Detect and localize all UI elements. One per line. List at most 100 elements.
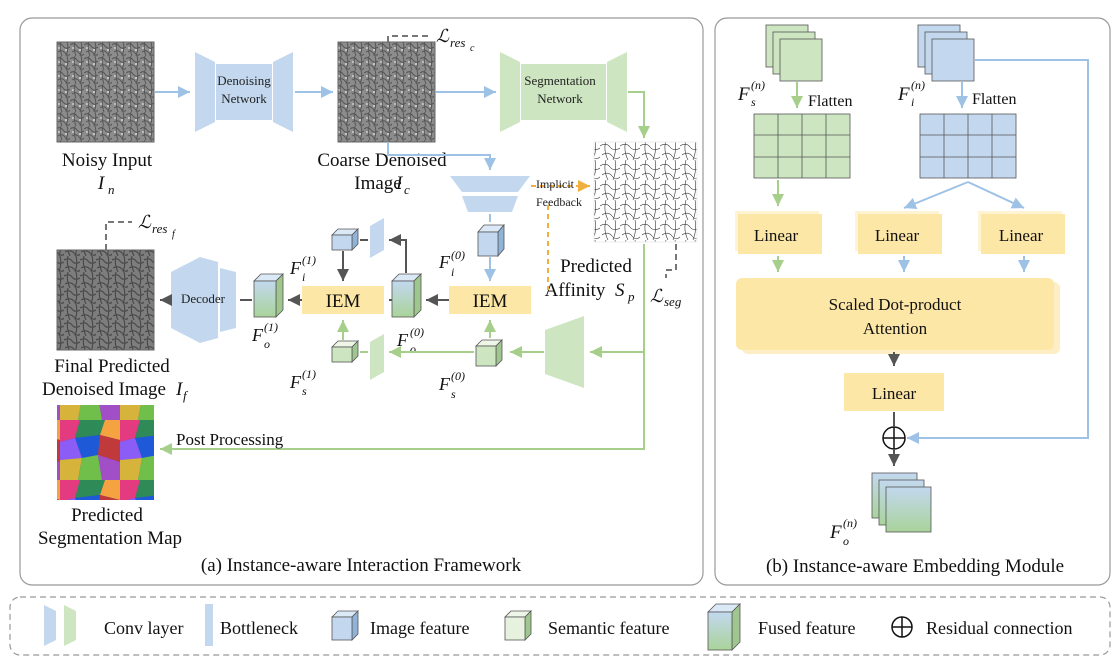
fo1-sub: o: [264, 337, 270, 351]
fs1-cube: [331, 340, 359, 363]
fs-n-stack: [765, 24, 823, 82]
fi0-sup: (0): [451, 248, 465, 262]
seg-encoder-left: [500, 52, 520, 132]
iem-0-box: [449, 286, 531, 314]
loss-res-c-connector: [387, 35, 430, 42]
image-encoder-bottom: [462, 196, 518, 212]
fi1-sub: i: [302, 270, 305, 284]
legend-fused-feature-label: Fused feature: [758, 618, 855, 638]
flatten-label-i: Flatten: [972, 91, 1016, 108]
fi1-cube: [331, 228, 359, 251]
denoise-encoder-left: [195, 52, 215, 132]
loss-res-c-subsub: c: [470, 43, 475, 54]
final-sub: f: [183, 388, 189, 403]
iem-1-box: [302, 286, 384, 314]
legend-conv-green-icon: [64, 605, 76, 646]
fs1-sub: s: [302, 384, 307, 398]
fo-n-sup: (n): [843, 516, 857, 530]
arrow-fo0-conv-blue: [389, 234, 407, 273]
fi1-sup: (1): [302, 253, 316, 267]
attention-box: [736, 278, 1054, 350]
fo1-symbol: F: [251, 325, 264, 345]
fo0-sub: o: [410, 342, 416, 356]
fs0-symbol: F: [438, 374, 451, 394]
segmap-title-2: Segmentation Map: [38, 528, 182, 549]
fo1-sup: (1): [264, 320, 278, 334]
final-title-2: Denoised Image: [42, 379, 166, 400]
noisy-input-title: Noisy Input: [62, 150, 153, 171]
decoder-label: Decoder: [181, 291, 226, 306]
noisy-input-image: [56, 41, 155, 143]
affinity-title-1: Predicted: [560, 256, 632, 277]
fs0-sub: s: [451, 387, 456, 401]
linear-label-q: Linear: [754, 226, 799, 245]
denoise-label-1: Denoising: [217, 73, 271, 88]
panel-b-caption: (b) Instance-aware Embedding Module: [766, 556, 1064, 577]
legend-frame: [9, 596, 1111, 656]
fo-n-stack: [871, 472, 932, 533]
linear-box-out: [844, 373, 944, 411]
final-symbol: I: [175, 379, 184, 400]
fo1-cube: [253, 273, 284, 318]
loss-res-c-sub: res: [450, 35, 465, 50]
implicit-feedback-1: Implicit: [536, 177, 575, 191]
arrow-blue-grid-linear-mid: [903, 181, 969, 210]
legend-bottleneck-icon: [205, 604, 213, 646]
fi1-symbol: F: [289, 258, 302, 278]
legend-conv-label: Conv layer: [104, 618, 183, 638]
loss-seg-connector: [665, 244, 677, 278]
denoise-bottleneck: [216, 64, 272, 120]
small-conv-blue: [370, 218, 384, 258]
seg-label-2: Network: [537, 91, 583, 106]
affinity-sub: p: [627, 289, 635, 304]
fo-n-symbol: F: [829, 522, 842, 543]
noisy-input-symbol: I: [97, 173, 106, 194]
arrow-post-processing: [160, 352, 645, 455]
fi-n-symbol: F: [897, 84, 910, 105]
segmap-title-1: Predicted: [71, 505, 143, 526]
coarse-image: [337, 41, 436, 143]
loss-seg-symbol: ℒ: [650, 286, 664, 306]
iem-1-label: IEM: [326, 291, 361, 312]
linear-label-out: Linear: [872, 384, 917, 403]
legend-conv-blue-icon: [44, 605, 56, 646]
denoise-label-2: Network: [221, 91, 267, 106]
attention-label-1: Scaled Dot-product: [829, 295, 962, 314]
legend-fused-feature-icon: [707, 603, 741, 651]
fs-n-sub: s: [751, 95, 756, 109]
residual-connection-line: [907, 59, 1089, 444]
loss-res-c-symbol: ℒ: [436, 26, 450, 46]
legend-image-feature-icon: [331, 610, 359, 641]
legend-residual-icon: [891, 616, 913, 638]
fs-n-symbol: F: [737, 84, 750, 105]
arrow-seg-affinity: [628, 91, 650, 138]
linear-label-v: Linear: [999, 226, 1044, 245]
coarse-title-1: Coarse Denoised: [317, 150, 447, 171]
affinity-map-image: [593, 141, 698, 243]
legend-semantic-feature-label: Semantic feature: [548, 618, 669, 638]
decoder-block: [171, 257, 218, 343]
seg-label-1: Segmentation: [524, 73, 596, 88]
legend-image-feature-label: Image feature: [370, 618, 469, 638]
fs-n-sup: (n): [751, 78, 765, 92]
small-conv-green: [370, 334, 384, 380]
fs0-cube: [475, 339, 503, 367]
attention-label-2: Attention: [863, 319, 928, 338]
seg-decoder-right: [607, 52, 627, 132]
fo0-symbol: F: [396, 330, 409, 350]
fi0-symbol: F: [438, 252, 451, 272]
panel-a-caption: (a) Instance-aware Interaction Framework: [201, 555, 522, 576]
fs1-symbol: F: [289, 372, 302, 392]
semantic-encoder: [545, 316, 584, 388]
fi-n-sup: (n): [911, 78, 925, 92]
green-grid: [753, 113, 851, 179]
loss-seg-sub: seg: [664, 294, 682, 309]
final-image: [56, 249, 155, 351]
fo-n-sub: o: [843, 534, 849, 548]
arrow-coarse-encoder: [387, 142, 496, 170]
coarse-symbol: I: [395, 173, 404, 194]
loss-res-f-sub: res: [152, 221, 167, 236]
denoise-decoder-right: [273, 52, 293, 132]
fi-n-sub: i: [911, 95, 914, 109]
